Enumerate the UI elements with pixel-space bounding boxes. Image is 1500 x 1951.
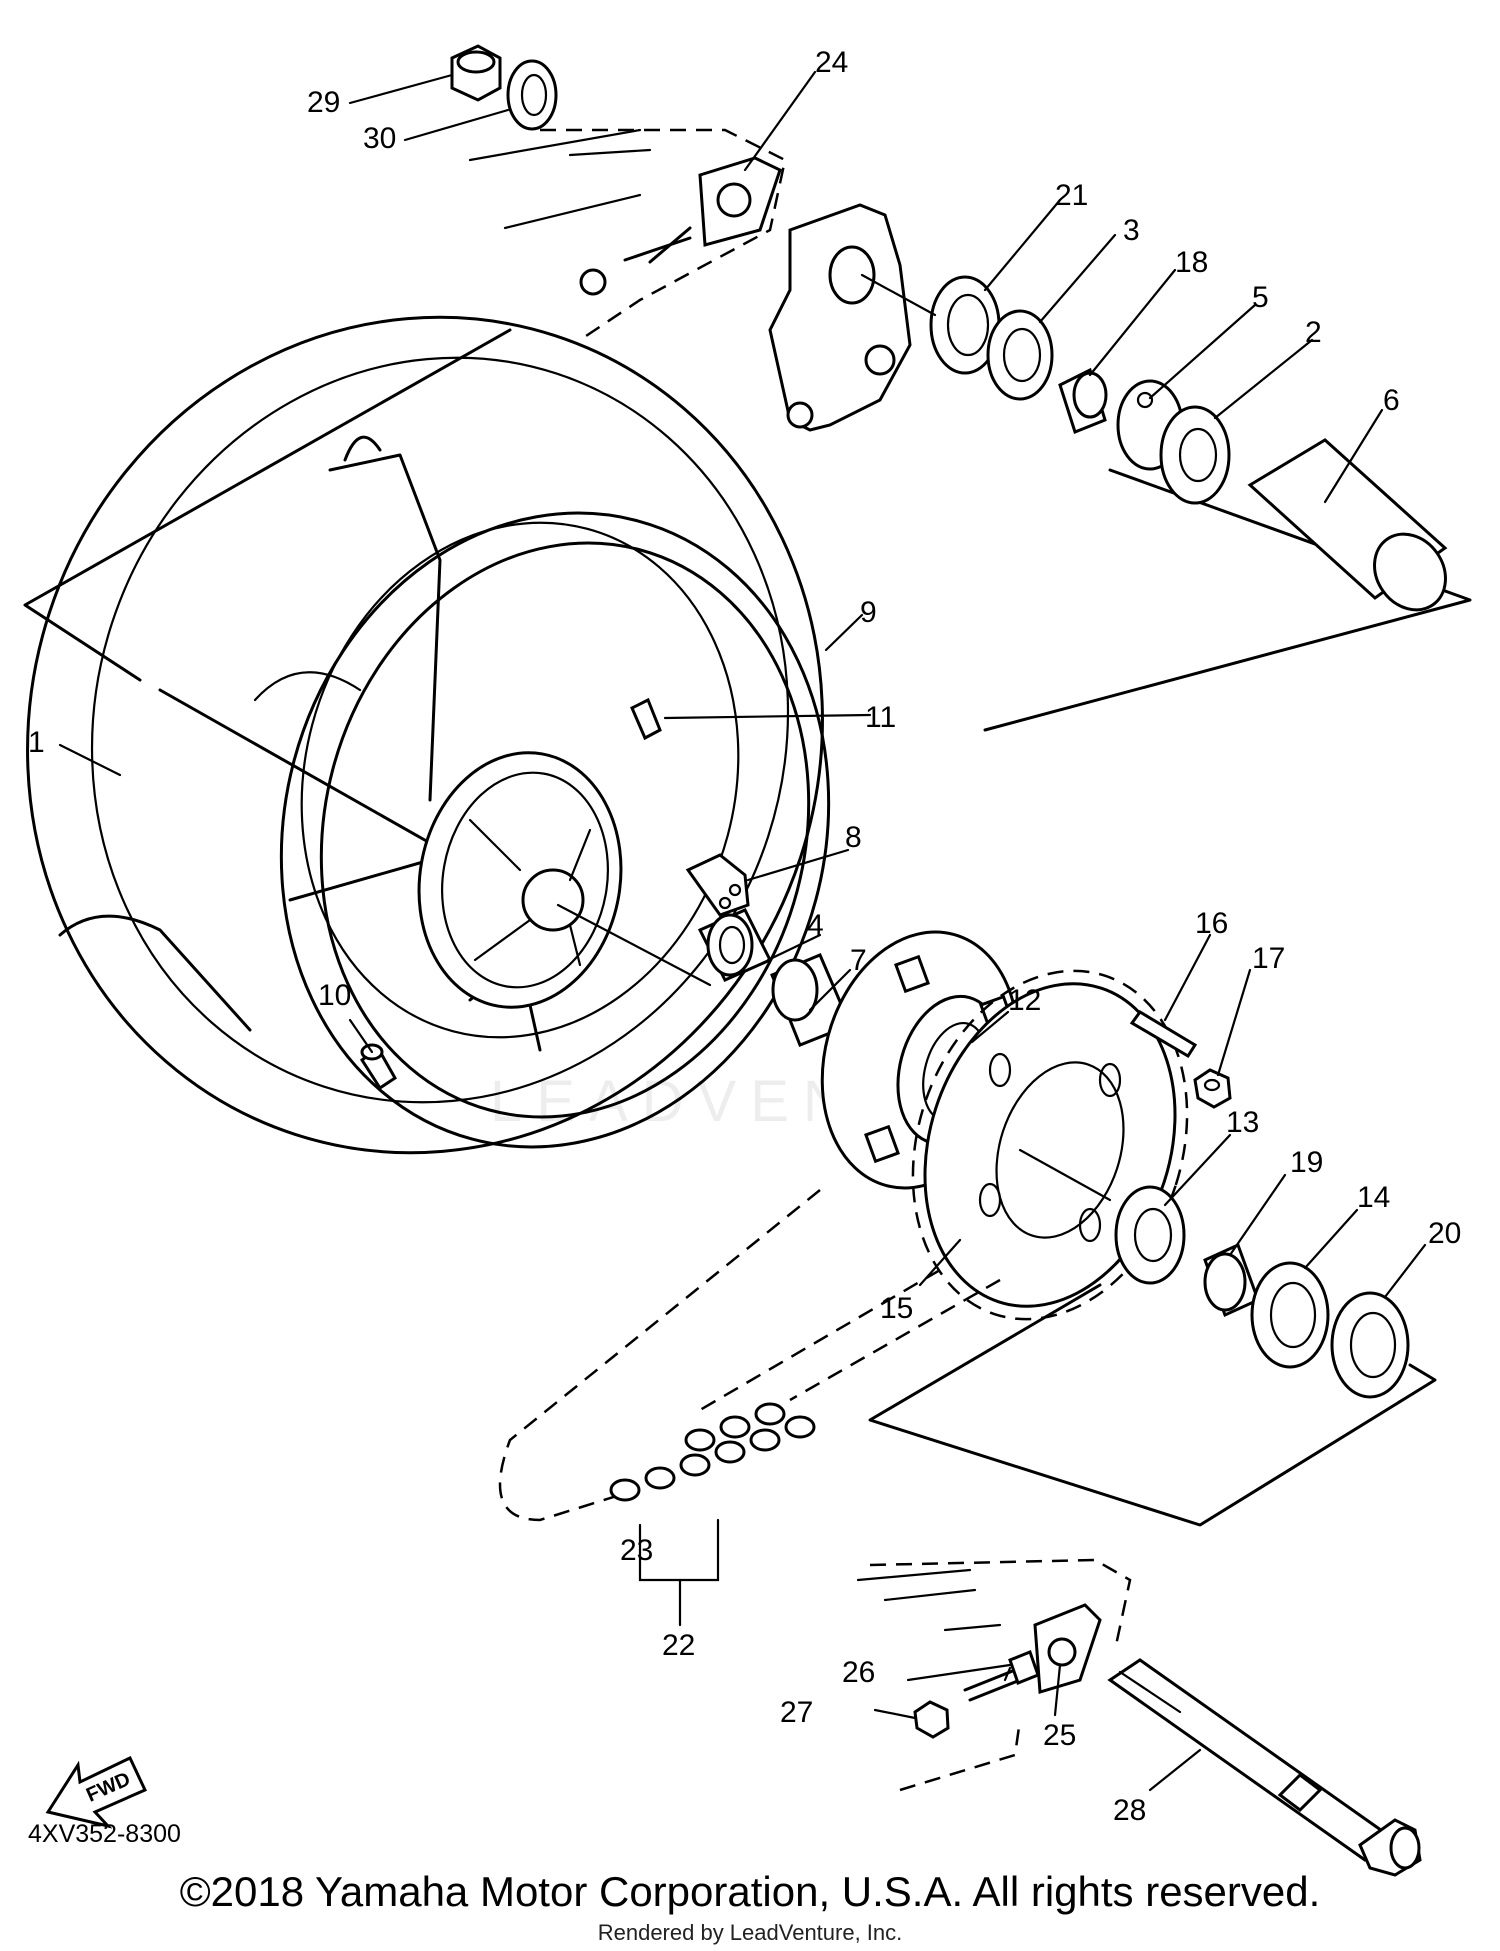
bearing-3 [986, 309, 1054, 401]
sprocket-nut-17 [1193, 1068, 1232, 1109]
fwd-arrow-icon: FWD [45, 1755, 148, 1829]
oil-seal-14 [1250, 1261, 1330, 1369]
bearing-4 [697, 908, 773, 982]
upper-frame-outline [23, 328, 1472, 862]
label-4: 4 [807, 909, 824, 942]
label-13: 13 [1226, 1106, 1259, 1139]
label-12: 12 [1008, 984, 1041, 1017]
label-6: 6 [1383, 384, 1400, 417]
spacer-7 [770, 953, 852, 1047]
label-10: 10 [318, 979, 351, 1012]
document-code: 4XV352-8300 [28, 1820, 181, 1848]
label-2: 2 [1305, 316, 1322, 349]
label-23: 23 [620, 1534, 653, 1567]
label-24: 24 [815, 46, 848, 79]
wheel-hub [417, 751, 712, 1009]
locknut-27 [913, 1700, 950, 1739]
label-22: 22 [662, 1629, 695, 1662]
label-21: 21 [1055, 179, 1088, 212]
label-26: 26 [842, 1656, 875, 1689]
label-8: 8 [845, 821, 862, 854]
label-5: 5 [1252, 281, 1269, 314]
tire-valve-10 [359, 1043, 397, 1091]
label-20: 20 [1428, 1217, 1461, 1250]
label-19: 19 [1290, 1146, 1323, 1179]
tire-1 [26, 315, 824, 1155]
rendered-by-credit: Rendered by LeadVenture, Inc. [597, 1920, 903, 1945]
clip-8 [685, 853, 750, 917]
copyright-notice: ©2018 Yamaha Motor Corporation, U.S.A. A… [179, 1868, 1321, 1915]
label-16: 16 [1195, 907, 1228, 940]
label-15: 15 [880, 1292, 913, 1325]
chain-adjuster-24 [579, 156, 782, 296]
label-3: 3 [1123, 214, 1140, 247]
label-30: 30 [363, 122, 396, 155]
upper-swingarm-end [468, 128, 787, 342]
label-9: 9 [860, 596, 877, 629]
oil-seal-21 [929, 275, 1001, 375]
lower-swingarm-end [856, 1558, 1132, 1792]
balance-weight-11 [630, 697, 662, 741]
label-17: 17 [1252, 942, 1285, 975]
label-29: 29 [307, 86, 340, 119]
label-7: 7 [850, 944, 867, 977]
adjusting-bolt-26 [1008, 1650, 1040, 1685]
wheel-rim-9 [279, 511, 831, 1149]
collar-19 [1203, 1242, 1260, 1318]
leader-lines [58, 70, 1427, 1792]
spacer-18 [1058, 367, 1108, 434]
label-1: 1 [28, 726, 45, 759]
label-14: 14 [1357, 1181, 1390, 1214]
lower-frame-outline [868, 1283, 1437, 1527]
label-11: 11 [865, 701, 896, 734]
label-27: 27 [780, 1696, 813, 1729]
washer-30 [506, 59, 558, 131]
collar-6 [1247, 438, 1448, 612]
label-18: 18 [1175, 246, 1208, 279]
axle-nut-29 [450, 44, 502, 102]
label-25: 25 [1043, 1719, 1076, 1752]
stud-bolt-16 [1129, 1010, 1198, 1059]
bearing-13 [1114, 1185, 1186, 1285]
collar-20 [1330, 1291, 1410, 1399]
bearing-2 [1159, 405, 1231, 505]
brake-caliper-bracket [768, 203, 912, 432]
drive-chain-22 [498, 1189, 1001, 1522]
label-28: 28 [1113, 1794, 1146, 1827]
connecting-link-23 [609, 1402, 816, 1502]
axle-centerline [860, 273, 937, 317]
part-labels: 29 30 24 21 3 18 5 2 6 9 11 1 8 4 7 12 1… [28, 46, 1461, 1827]
chain-adjuster-25 [963, 1603, 1102, 1702]
axle-28 [1107, 1658, 1422, 1877]
sprocket-15 [911, 969, 1189, 1321]
